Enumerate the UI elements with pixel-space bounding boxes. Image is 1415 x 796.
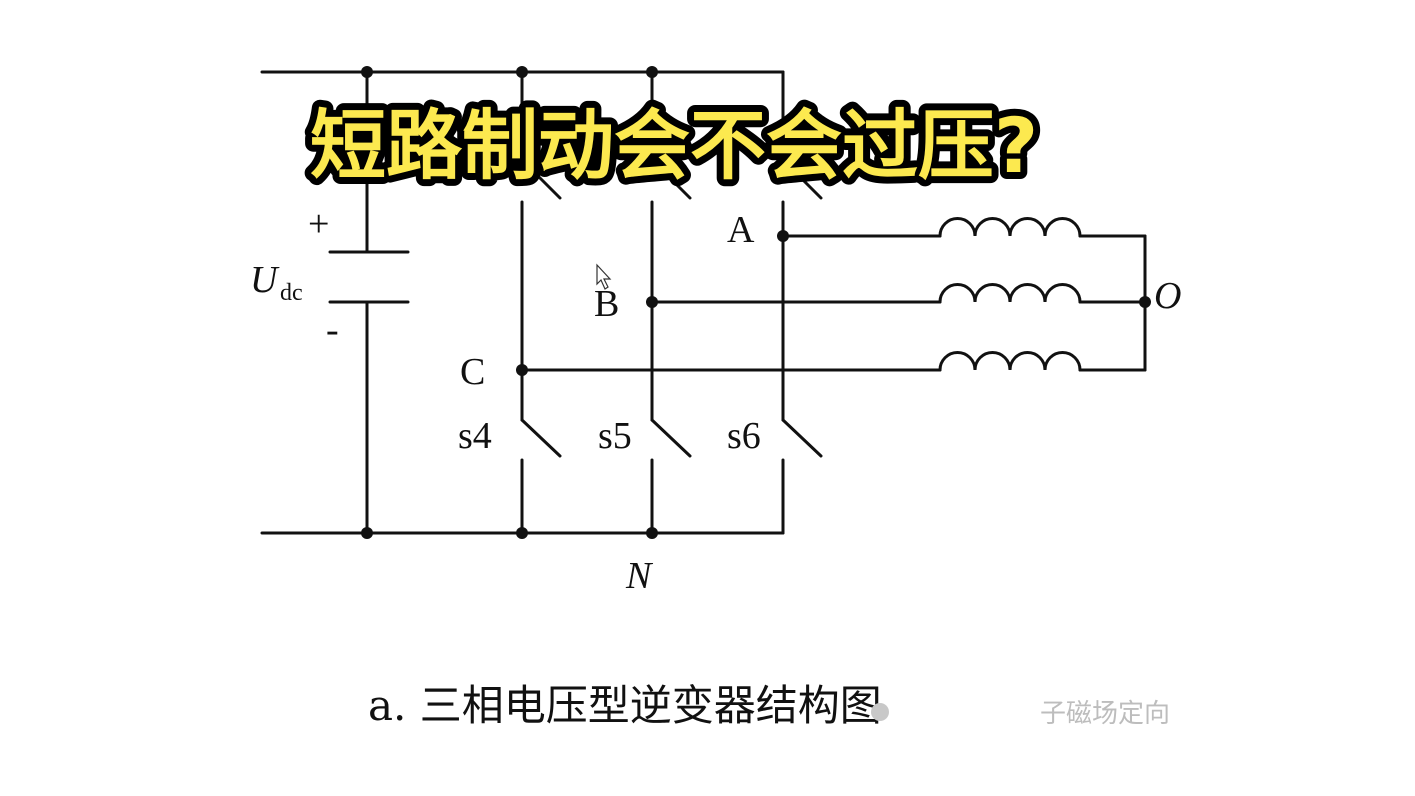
switch-s4-label: s4 bbox=[458, 415, 492, 457]
switch-s4-blade bbox=[520, 418, 562, 458]
junction-node-o bbox=[1139, 296, 1151, 308]
junction-node-c bbox=[516, 364, 528, 376]
node-o-label: O bbox=[1154, 275, 1181, 317]
diagram-caption: a. 三相电压型逆变器结构图 bbox=[368, 681, 882, 730]
junction-node-b bbox=[646, 296, 658, 308]
inductor-phase-b bbox=[938, 283, 1082, 304]
node-b-label: B bbox=[594, 283, 619, 325]
inductor-phase-c bbox=[938, 351, 1082, 372]
switch-s3-blade bbox=[658, 166, 692, 200]
node-n-label: N bbox=[625, 555, 654, 597]
minus-sign: - bbox=[326, 309, 339, 351]
junction-top-dc bbox=[361, 66, 373, 78]
watermark-logo-icon bbox=[871, 703, 889, 721]
junction-top-b bbox=[646, 66, 658, 78]
inductor-phase-a bbox=[938, 217, 1082, 238]
watermark-text: 子磁场定向 bbox=[1040, 699, 1170, 729]
dc-voltage-label: U bbox=[250, 259, 280, 301]
plus-sign: + bbox=[308, 203, 329, 245]
junction-bottom-b bbox=[646, 527, 658, 539]
node-a-label: A bbox=[727, 209, 755, 251]
switch-s6-label: s6 bbox=[727, 415, 761, 457]
junction-node-a bbox=[777, 230, 789, 242]
dc-voltage-subscript: dc bbox=[280, 280, 303, 306]
switch-s1-blade bbox=[528, 166, 562, 200]
node-c-label: C bbox=[460, 351, 485, 393]
switch-s5-upper-blade bbox=[789, 166, 823, 200]
overlay-title: 短路制动会不会过压? bbox=[310, 101, 1038, 190]
switch-s5-blade bbox=[650, 418, 692, 458]
junction-bottom-dc bbox=[361, 527, 373, 539]
switch-s6-blade bbox=[781, 418, 823, 458]
switch-s5-label: s5 bbox=[598, 415, 632, 457]
mouse-cursor-icon bbox=[596, 263, 612, 290]
junction-top-c bbox=[516, 66, 528, 78]
junction-bottom-c bbox=[516, 527, 528, 539]
